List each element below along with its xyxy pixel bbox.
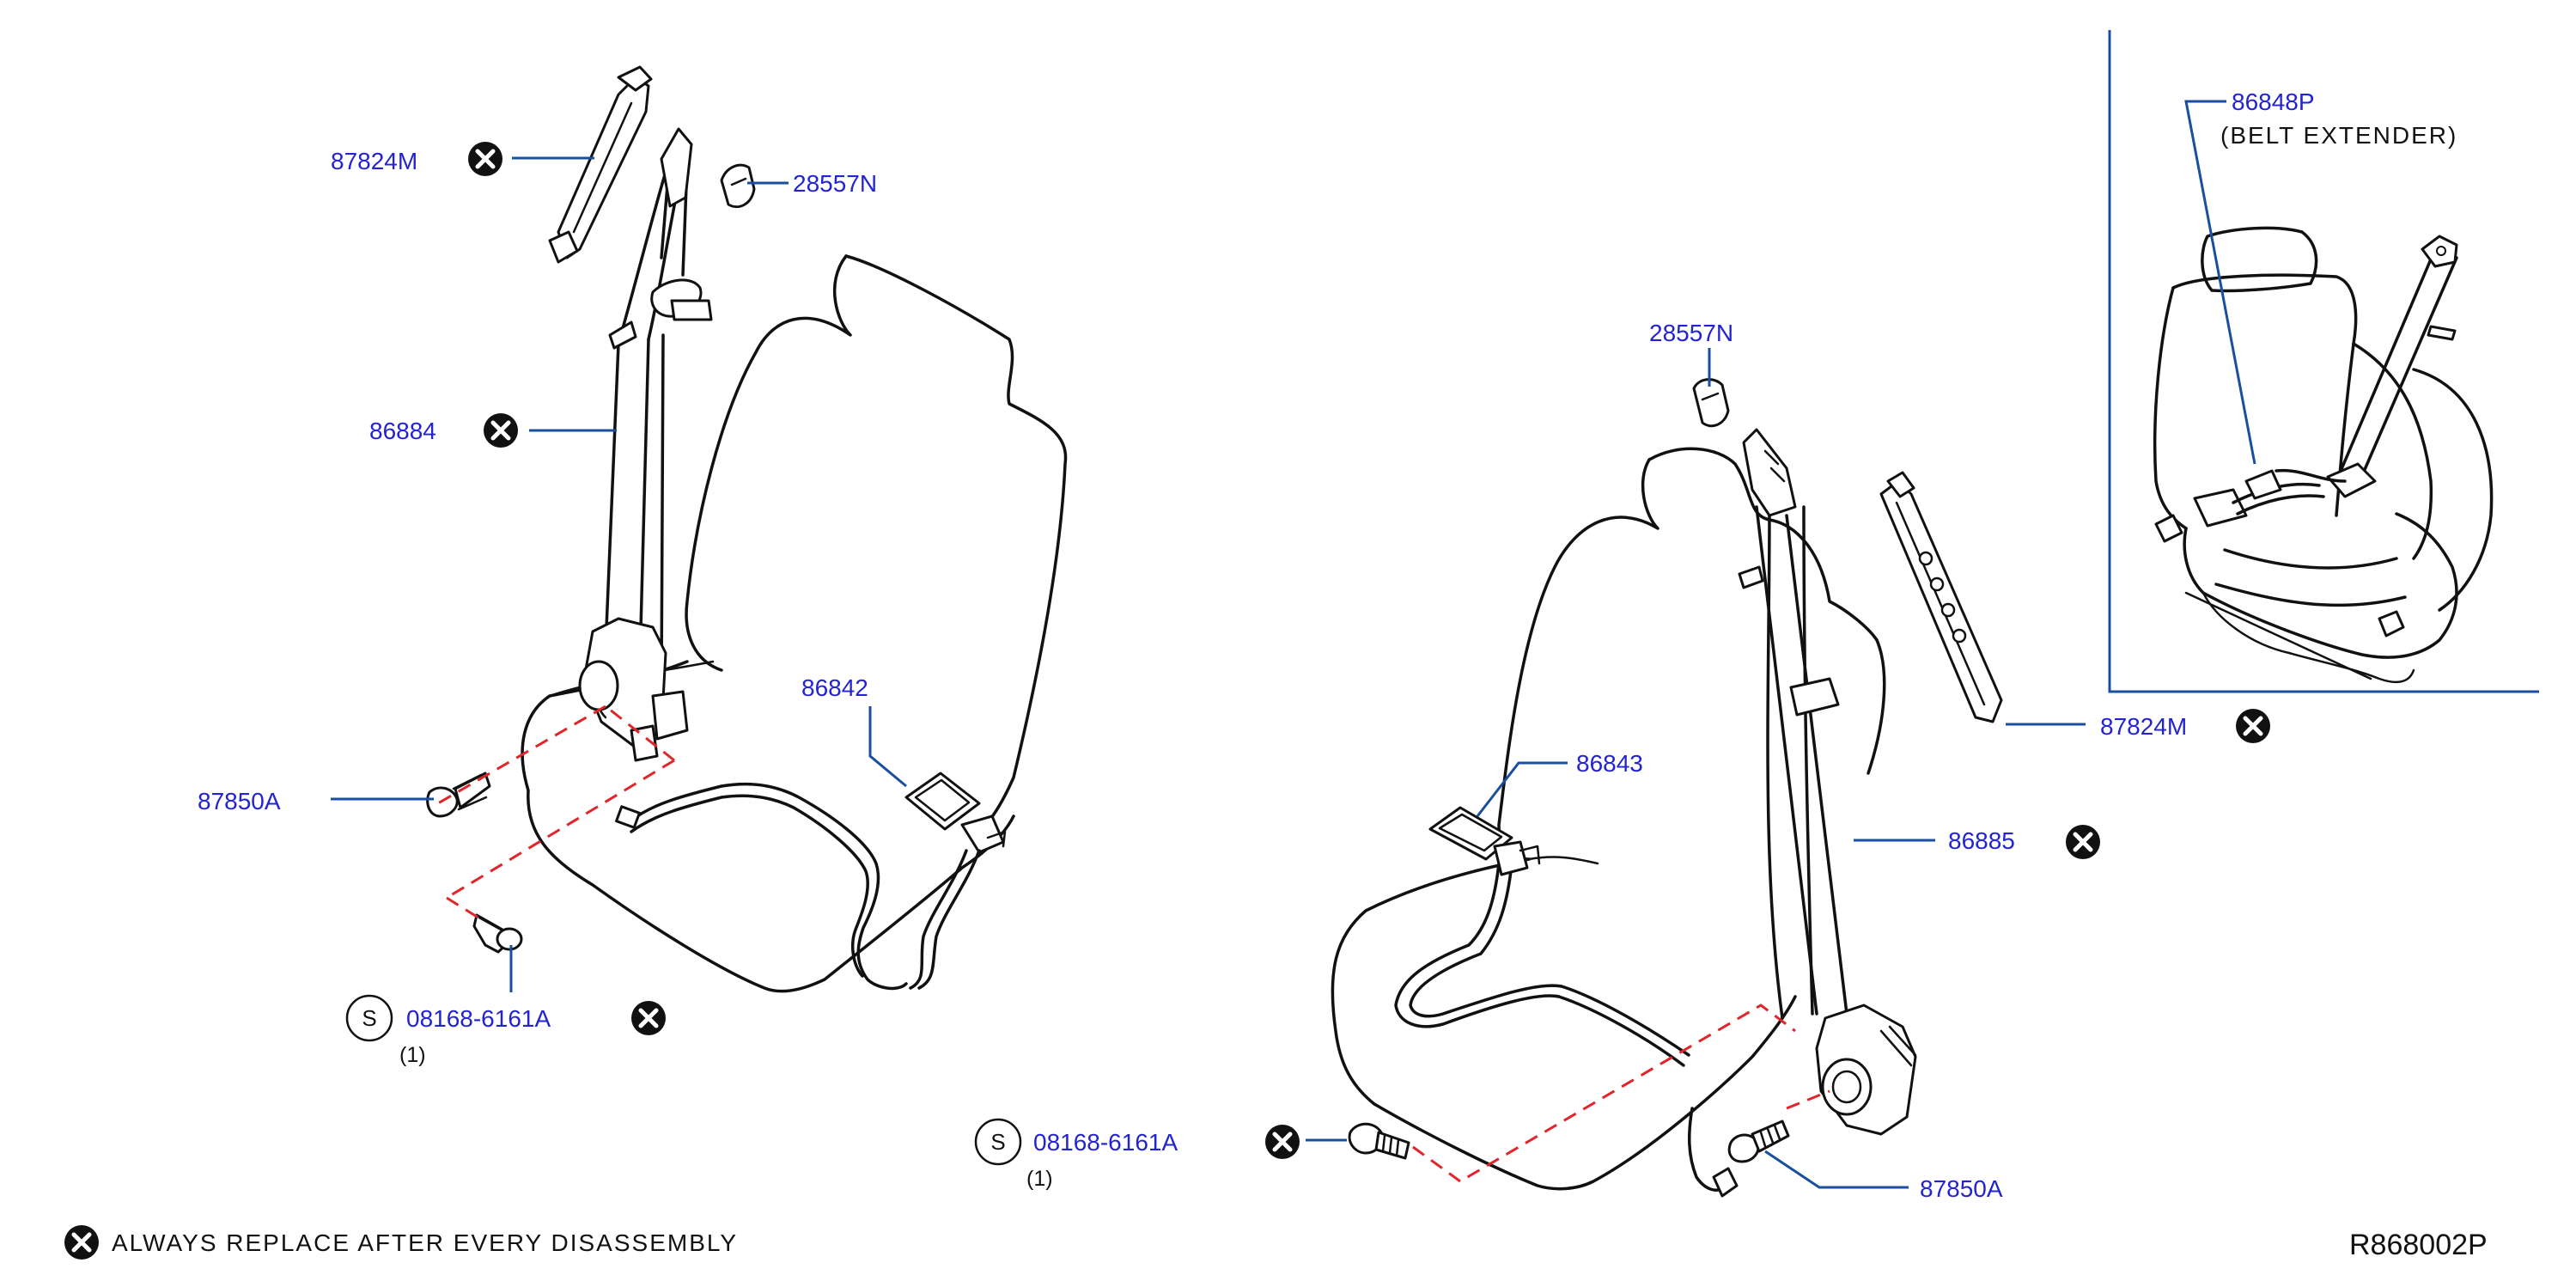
label-86885: 86885 — [1948, 827, 2015, 854]
standard-part-symbol-left — [345, 994, 393, 1042]
inset-seat — [2153, 226, 2494, 684]
qty-08168-right: (1) — [1026, 1167, 1053, 1191]
left-mount-dash — [437, 705, 675, 921]
right-mount-dash — [1412, 1004, 1830, 1183]
legend-replace-note: ALWAYS REPLACE AFTER EVERY DISASSEMBLY — [112, 1229, 738, 1256]
replace-mark-86885 — [2066, 825, 2100, 859]
label-87824m-left: 87824M — [331, 148, 417, 174]
right-seat-outline — [1331, 447, 1886, 1191]
right-belt-assembly-86885 — [1738, 428, 1917, 1136]
left-buckle-86842 — [904, 772, 1007, 990]
left-bolt-08168 — [472, 913, 523, 954]
replace-mark-87824m-right — [2236, 709, 2270, 743]
right-seat-frame — [1394, 862, 1739, 1198]
label-08168-left: 08168-6161A — [406, 1005, 551, 1032]
right-bolt-08168 — [1348, 1122, 1410, 1160]
replace-mark-08168-left — [631, 1001, 666, 1035]
replace-mark-86884 — [484, 413, 518, 448]
standard-part-symbol-right — [974, 1118, 1022, 1166]
label-87850a-right: 87850A — [1920, 1175, 2003, 1202]
legend-replace-icon — [64, 1225, 99, 1260]
left-seat-frame — [615, 782, 908, 991]
leader-lines — [331, 100, 2256, 1189]
inset-frame — [2108, 30, 2539, 693]
label-28557n-right: 28557N — [1649, 320, 1733, 346]
left-belt-assembly-86884 — [578, 127, 713, 762]
label-belt-extender: (BELT EXTENDER) — [2220, 122, 2457, 149]
replace-mark-87824m-left — [468, 142, 502, 176]
label-86842: 86842 — [801, 674, 868, 701]
right-cover-28557n — [1692, 378, 1730, 428]
inset-belt — [2193, 235, 2458, 528]
label-28557n-left: 28557N — [793, 170, 877, 197]
label-87824m-right: 87824M — [2100, 713, 2187, 740]
label-86884: 86884 — [369, 418, 436, 444]
replace-mark-08168-right — [1265, 1125, 1300, 1159]
right-buckle-86843 — [1428, 806, 1541, 876]
left-cover-28557n — [720, 163, 756, 209]
qty-08168-left: (1) — [399, 1043, 426, 1067]
label-08168-right: 08168-6161A — [1033, 1129, 1178, 1156]
standard-part-letter-right: S — [990, 1129, 1005, 1155]
label-86848p: 86848P — [2232, 88, 2315, 115]
left-seat-outline — [521, 254, 1068, 993]
label-87850a-left: 87850A — [198, 788, 281, 814]
left-upper-guide-87824m — [548, 65, 653, 264]
right-upper-guide-87824m — [1879, 471, 2003, 723]
right-bolt-87850a — [1727, 1119, 1790, 1163]
label-86843: 86843 — [1576, 750, 1643, 777]
standard-part-letter-left: S — [362, 1005, 376, 1031]
diagram-code: R868002P — [2349, 1229, 2488, 1261]
